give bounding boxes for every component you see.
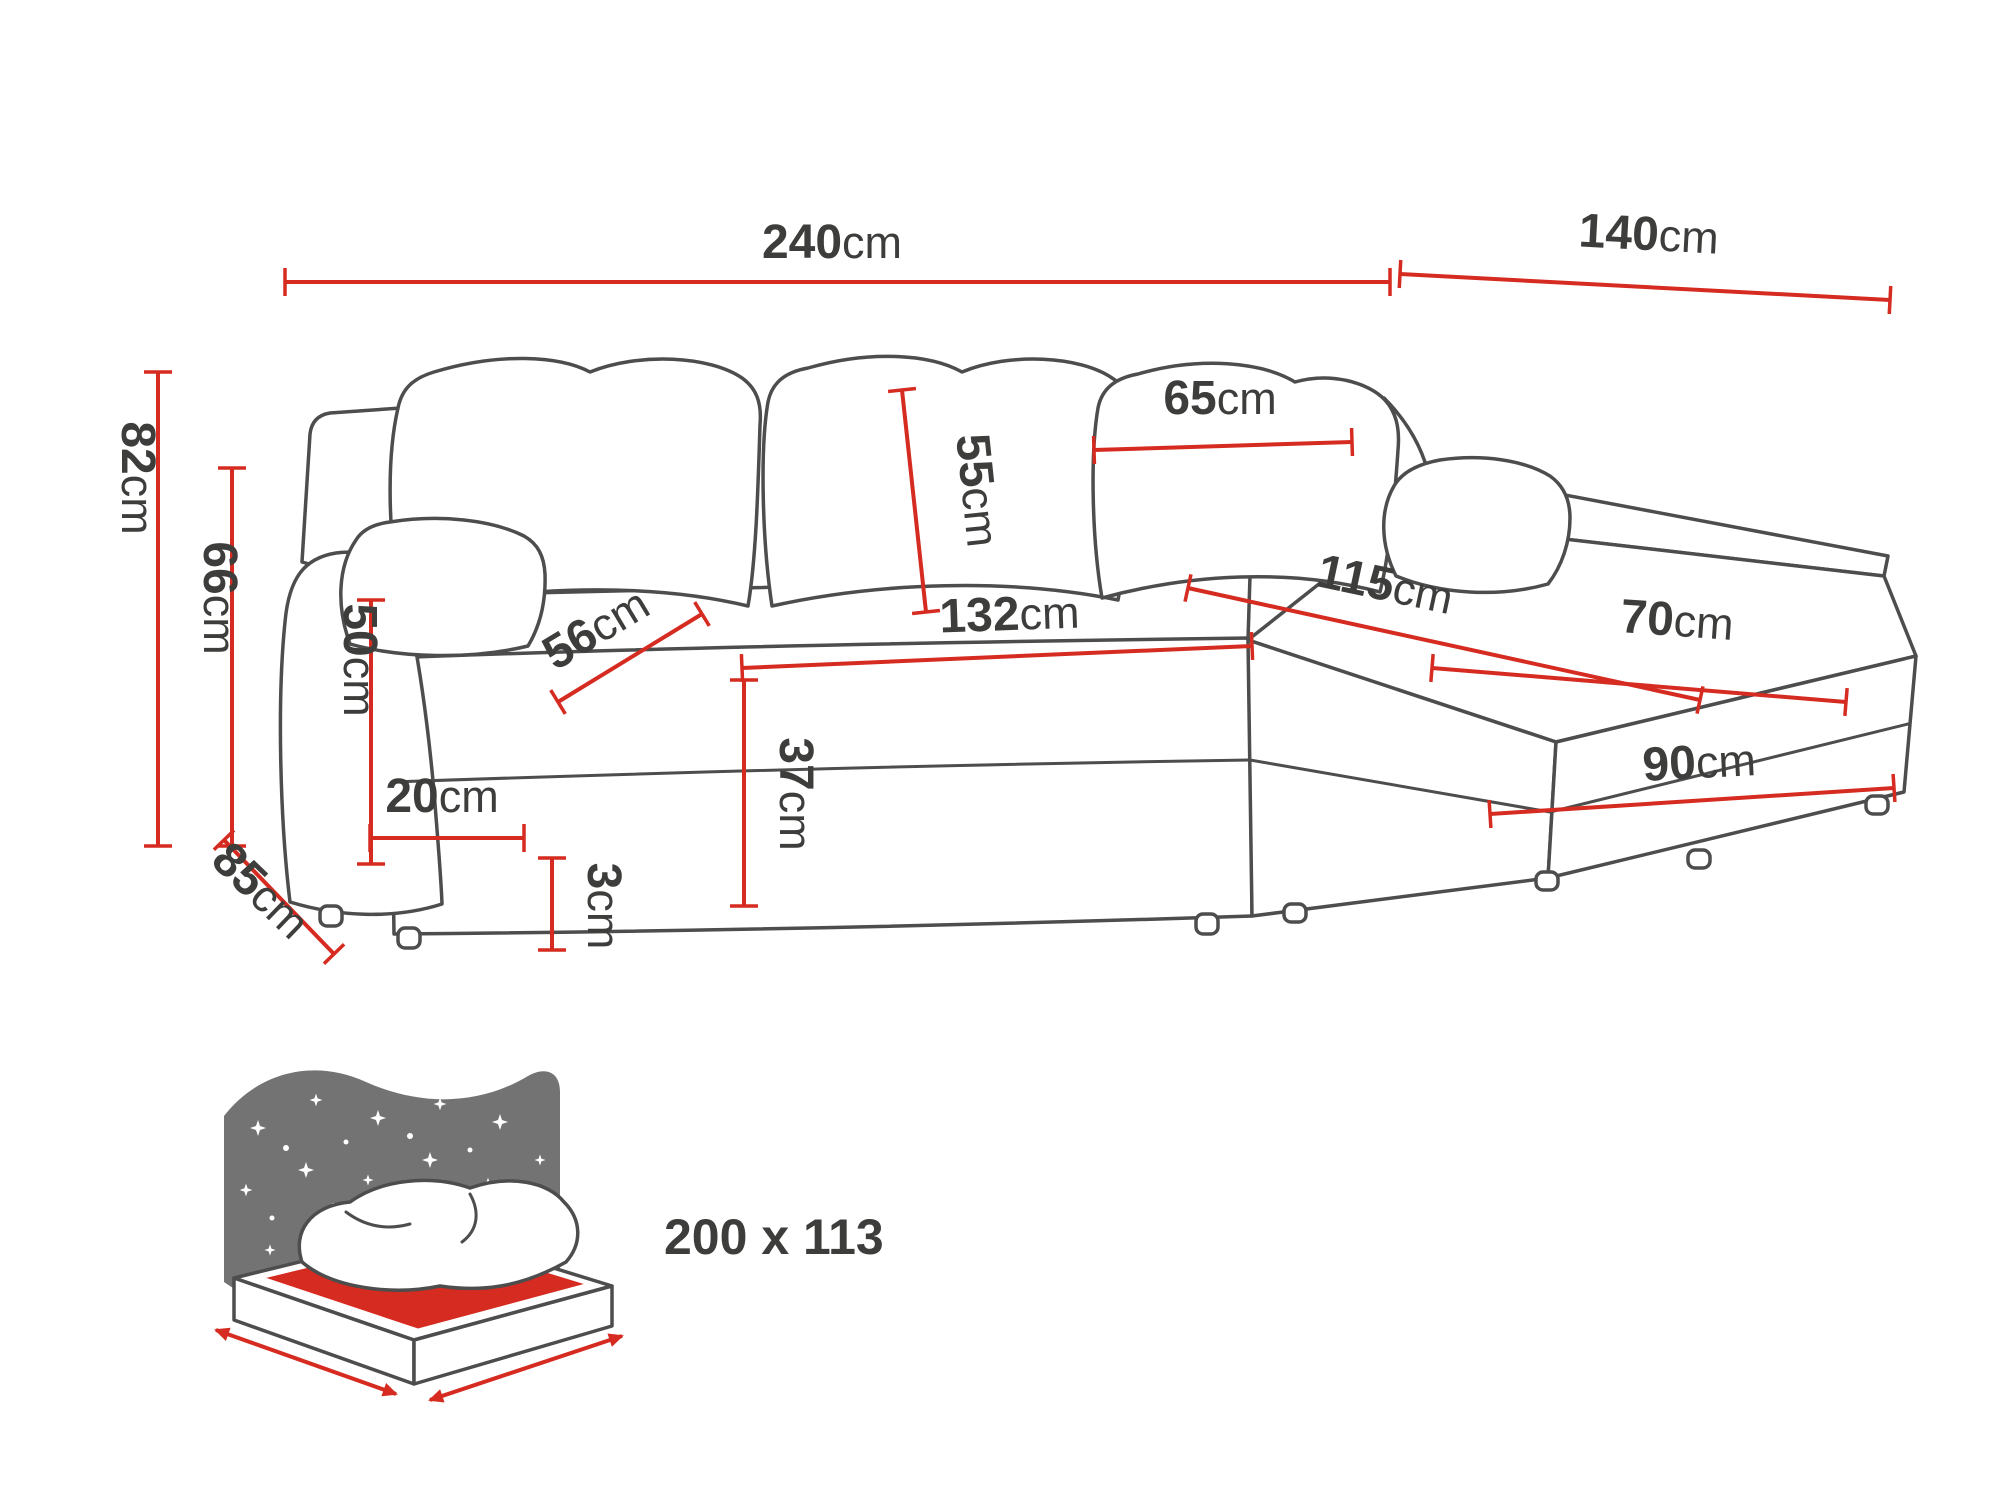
dim-value: 50 [333, 603, 386, 656]
dim-total-depth: 140cm [1397, 204, 1893, 315]
dim-leg-height: 3cm [538, 856, 630, 952]
dim-seat-height: 37cm [730, 678, 822, 908]
duvet [297, 1178, 580, 1292]
star-dot [269, 1215, 275, 1221]
dim-label-armrest-width: 20cm [385, 770, 498, 823]
dim-value: 55 [945, 431, 1003, 490]
dim-unit: cm [1019, 587, 1081, 640]
armrest-pillow [339, 516, 547, 658]
dim-unit: cm [1658, 210, 1721, 264]
duvet-fold-line [460, 1192, 478, 1244]
dim-chaise-seat-width: 70cm [1429, 590, 1849, 717]
dim-value: 20 [385, 770, 438, 823]
dim-label-back-cushion-width: 65cm [1163, 372, 1276, 425]
dim-label-seat-width: 132cm [939, 586, 1081, 644]
star-dot [283, 1145, 289, 1151]
dim-unit: cm [1388, 562, 1457, 624]
sleeping-function: 200 x 113 [214, 1070, 884, 1403]
dim-unit: cm [334, 657, 385, 717]
sofa-foot [1534, 870, 1560, 892]
star-dot [343, 1139, 349, 1145]
sofa-illustration [278, 354, 1918, 950]
star-dot [467, 1147, 473, 1153]
dim-label-total-depth: 140cm [1577, 204, 1720, 264]
dim-unit: cm [194, 595, 245, 655]
dim-value: 70 [1619, 590, 1676, 647]
dim-unit: cm [1695, 734, 1758, 788]
dim-value: 132 [939, 588, 1021, 644]
dim-label-backrest-height: 66cm [193, 541, 246, 654]
dim-value: 140 [1577, 204, 1660, 261]
dim-value: 240 [762, 216, 842, 269]
dim-line-seat-depth [549, 601, 711, 715]
dim-value: 3 [577, 863, 630, 890]
sofa-foot [1864, 794, 1890, 816]
sofa-foot [1282, 902, 1308, 924]
dim-seat-width: 132cm [739, 586, 1255, 683]
sofa-foot [1686, 848, 1712, 870]
dim-unit: cm [578, 889, 629, 949]
dim-label-chaise-seat-width: 70cm [1619, 590, 1736, 651]
seam-line-front [390, 758, 1252, 784]
sofa-foot [1194, 912, 1220, 936]
sofa-foot [396, 926, 422, 950]
dim-total-width: 240cm [283, 216, 1392, 296]
dimension-annotations: 240cm 140cm 82cm 66cm 50cm 85cm [111, 204, 1897, 965]
back-cushion-middle [761, 354, 1135, 608]
dim-unit: cm [1217, 373, 1277, 424]
dim-line-back-cushion-width [1091, 427, 1355, 465]
dim-label-total-width: 240cm [762, 216, 902, 269]
dim-backrest-height: 66cm [193, 466, 246, 848]
dim-value: 37 [769, 737, 822, 790]
sleeping-area-value: 200 x 113 [664, 1209, 884, 1265]
dim-unit: cm [952, 484, 1009, 549]
dim-unit: cm [770, 791, 821, 851]
dim-label-back-cushion-height: 55cm [945, 431, 1010, 549]
dim-unit: cm [842, 217, 902, 268]
dim-armrest-width: 20cm [368, 770, 526, 852]
dim-line-chaise-seat-width [1429, 653, 1849, 717]
dim-line-back-cushion-height [887, 386, 941, 616]
dim-label-leg-height: 3cm [577, 863, 630, 950]
dim-label-armrest-height: 50cm [333, 603, 386, 716]
dim-back-cushion-height: 55cm [887, 386, 1010, 616]
dim-value: 65 [1163, 372, 1216, 425]
dim-line-seat-width [739, 631, 1255, 683]
dim-armrest-height: 50cm [333, 598, 386, 866]
duvet-fold-line [344, 1210, 412, 1229]
dim-chaise-outer-width: 90cm [1487, 733, 1897, 829]
star-dot [407, 1133, 413, 1139]
dim-line-chaise-outer-width [1487, 773, 1897, 829]
dim-value: 66 [193, 541, 246, 594]
sofa-foot [318, 904, 344, 928]
sleeping-area-label: 200 x 113 [664, 1209, 884, 1265]
dim-line-side-depth [212, 829, 346, 965]
dim-unit: cm [1672, 595, 1735, 650]
dim-label-chaise-outer-width: 90cm [1641, 733, 1757, 792]
dim-unit: cm [112, 475, 163, 535]
dim-total-height: 82cm [111, 370, 172, 848]
dim-line-total-depth [1397, 259, 1893, 315]
dim-label-seat-height: 37cm [769, 737, 822, 850]
dim-back-cushion-width: 65cm [1091, 372, 1355, 465]
dim-label-total-height: 82cm [111, 421, 164, 534]
bed-width-arrow [214, 1327, 398, 1397]
dim-value: 90 [1641, 736, 1697, 792]
bed-length-arrow [428, 1333, 624, 1403]
dim-unit: cm [439, 771, 499, 822]
dim-value: 82 [111, 421, 164, 474]
